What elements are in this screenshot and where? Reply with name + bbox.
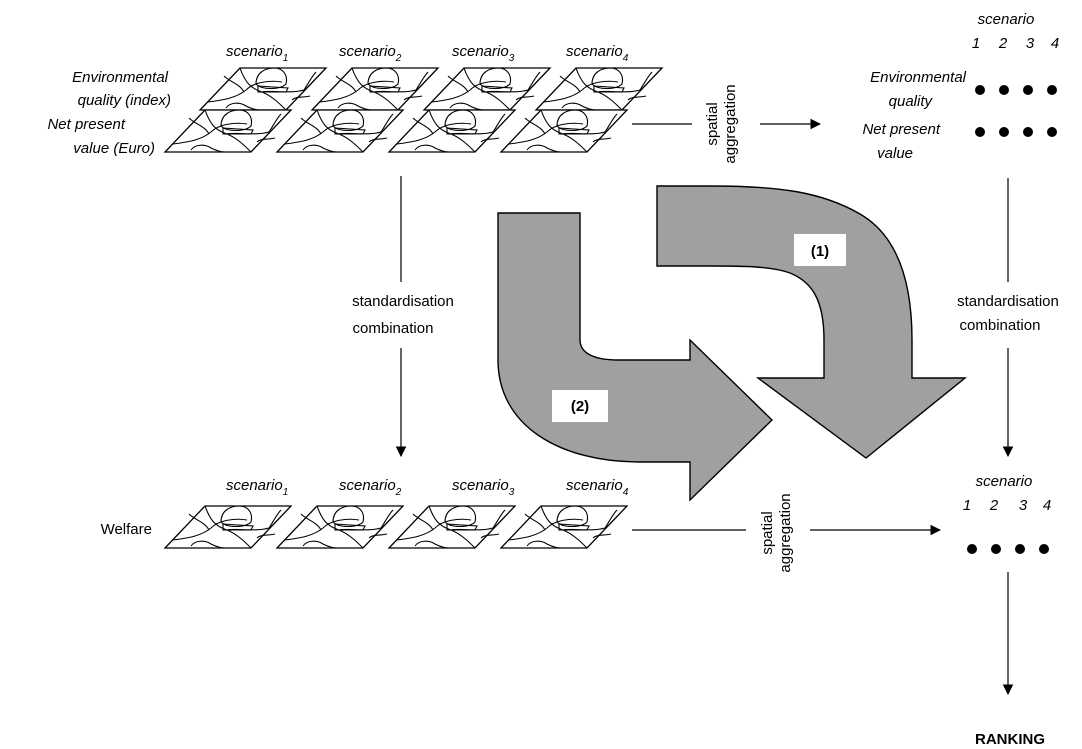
map-npv-scenario-4 bbox=[500, 109, 628, 153]
welfare-dot-3 bbox=[1015, 544, 1025, 554]
map-npv-scenario-1 bbox=[164, 109, 292, 153]
npv-label-line-1: Net present bbox=[47, 116, 125, 133]
bottom-right-scenario-header: scenario bbox=[976, 473, 1033, 490]
top-spatial-label: spatial aggregation bbox=[704, 84, 739, 163]
top-right-env-line-2: quality bbox=[889, 93, 934, 110]
bottom-right-summary: scenario 1 2 3 4 bbox=[963, 473, 1051, 554]
left-standard-line-1: standardisation bbox=[352, 293, 454, 310]
env-label-line-2: quality (index) bbox=[78, 92, 171, 109]
welfare-dot-4 bbox=[1039, 544, 1049, 554]
map-env-scenario-3 bbox=[423, 67, 551, 111]
connector-arrows bbox=[395, 118, 1014, 696]
top-spatial-label-line-2: aggregation bbox=[722, 84, 739, 163]
bottom-right-number-1: 1 bbox=[963, 497, 971, 514]
bottom-scenario-label-1: scenario1 bbox=[226, 477, 288, 498]
top-right-npv-dots bbox=[975, 127, 1057, 137]
path-2-label-box: (2) bbox=[552, 390, 608, 422]
top-scenario-label-2: scenario2 bbox=[339, 43, 402, 64]
top-layer-labels: Environmental quality (index) Net presen… bbox=[47, 69, 171, 157]
map-npv-scenario-3 bbox=[388, 109, 516, 153]
step-labels: spatial aggregation spatial aggregation … bbox=[352, 84, 1059, 572]
bottom-right-number-3: 3 bbox=[1019, 497, 1028, 514]
top-right-summary: scenario 1 2 3 4 Environmental quality N… bbox=[862, 11, 1059, 162]
path-2-label: (2) bbox=[571, 398, 589, 415]
env-dot-2 bbox=[999, 85, 1009, 95]
top-scenario-label-4: scenario4 bbox=[566, 43, 629, 64]
env-dot-4 bbox=[1047, 85, 1057, 95]
map-env-scenario-1 bbox=[199, 67, 327, 111]
left-standard-line-2: combination bbox=[353, 320, 434, 337]
bottom-spatial-label-line-1: spatial bbox=[759, 511, 776, 554]
npv-dot-3 bbox=[1023, 127, 1033, 137]
map-welfare-scenario-2 bbox=[276, 505, 404, 549]
bottom-scenario-label-3: scenario3 bbox=[452, 477, 515, 498]
path-2-arrow bbox=[497, 212, 774, 502]
map-npv-scenario-2 bbox=[276, 109, 404, 153]
top-right-scenario-header: scenario bbox=[978, 11, 1035, 28]
bottom-spatial-label: spatial aggregation bbox=[759, 493, 794, 572]
top-right-number-2: 2 bbox=[998, 35, 1008, 52]
npv-dot-4 bbox=[1047, 127, 1057, 137]
map-welfare-scenario-1 bbox=[164, 505, 292, 549]
ranking-label: RANKING bbox=[975, 731, 1045, 748]
welfare-dot-1 bbox=[967, 544, 977, 554]
path-1-label: (1) bbox=[811, 243, 829, 260]
top-right-npv-line-2: value bbox=[877, 145, 913, 162]
top-right-number-3: 3 bbox=[1026, 35, 1035, 52]
top-scenario-label-3: scenario3 bbox=[452, 43, 515, 64]
map-welfare-scenario-4 bbox=[500, 505, 628, 549]
top-scenario-label-1: scenario1 bbox=[226, 43, 288, 64]
map-welfare-scenario-3 bbox=[388, 505, 516, 549]
right-standard-line-1: standardisation bbox=[957, 293, 1059, 310]
env-label-line-1: Environmental bbox=[72, 69, 169, 86]
map-env-scenario-4 bbox=[535, 67, 663, 111]
bottom-spatial-label-line-2: aggregation bbox=[777, 493, 794, 572]
welfare-dot-2 bbox=[991, 544, 1001, 554]
top-right-number-1: 1 bbox=[972, 35, 980, 52]
bottom-right-number-4: 4 bbox=[1043, 497, 1051, 514]
env-dot-3 bbox=[1023, 85, 1033, 95]
path-1-label-bg bbox=[794, 234, 846, 266]
npv-dot-1 bbox=[975, 127, 985, 137]
top-map-stack bbox=[164, 67, 663, 153]
bottom-scenario-label-4: scenario4 bbox=[566, 477, 629, 498]
bottom-right-number-2: 2 bbox=[989, 497, 999, 514]
top-right-env-dots bbox=[975, 85, 1057, 95]
top-right-number-4: 4 bbox=[1051, 35, 1059, 52]
bottom-scenario-labels: scenario1 scenario2 scenario3 scenario4 bbox=[226, 477, 629, 498]
env-dot-1 bbox=[975, 85, 985, 95]
map-env-scenario-2 bbox=[311, 67, 439, 111]
bottom-map-row bbox=[164, 505, 628, 549]
npv-dot-2 bbox=[999, 127, 1009, 137]
path-1-label-box: (1) bbox=[794, 234, 846, 266]
welfare-label: Welfare bbox=[101, 521, 152, 538]
right-standard-line-2: combination bbox=[960, 317, 1041, 334]
top-spatial-label-line-1: spatial bbox=[704, 102, 721, 145]
top-right-npv-line-1: Net present bbox=[862, 121, 940, 138]
top-scenario-labels: scenario1 scenario2 scenario3 scenario4 bbox=[226, 43, 629, 64]
path-2-label-bg bbox=[552, 390, 608, 422]
npv-label-line-2: value (Euro) bbox=[73, 140, 155, 157]
top-right-env-line-1: Environmental bbox=[870, 69, 967, 86]
path-1-arrow bbox=[656, 185, 967, 459]
bottom-scenario-label-2: scenario2 bbox=[339, 477, 402, 498]
